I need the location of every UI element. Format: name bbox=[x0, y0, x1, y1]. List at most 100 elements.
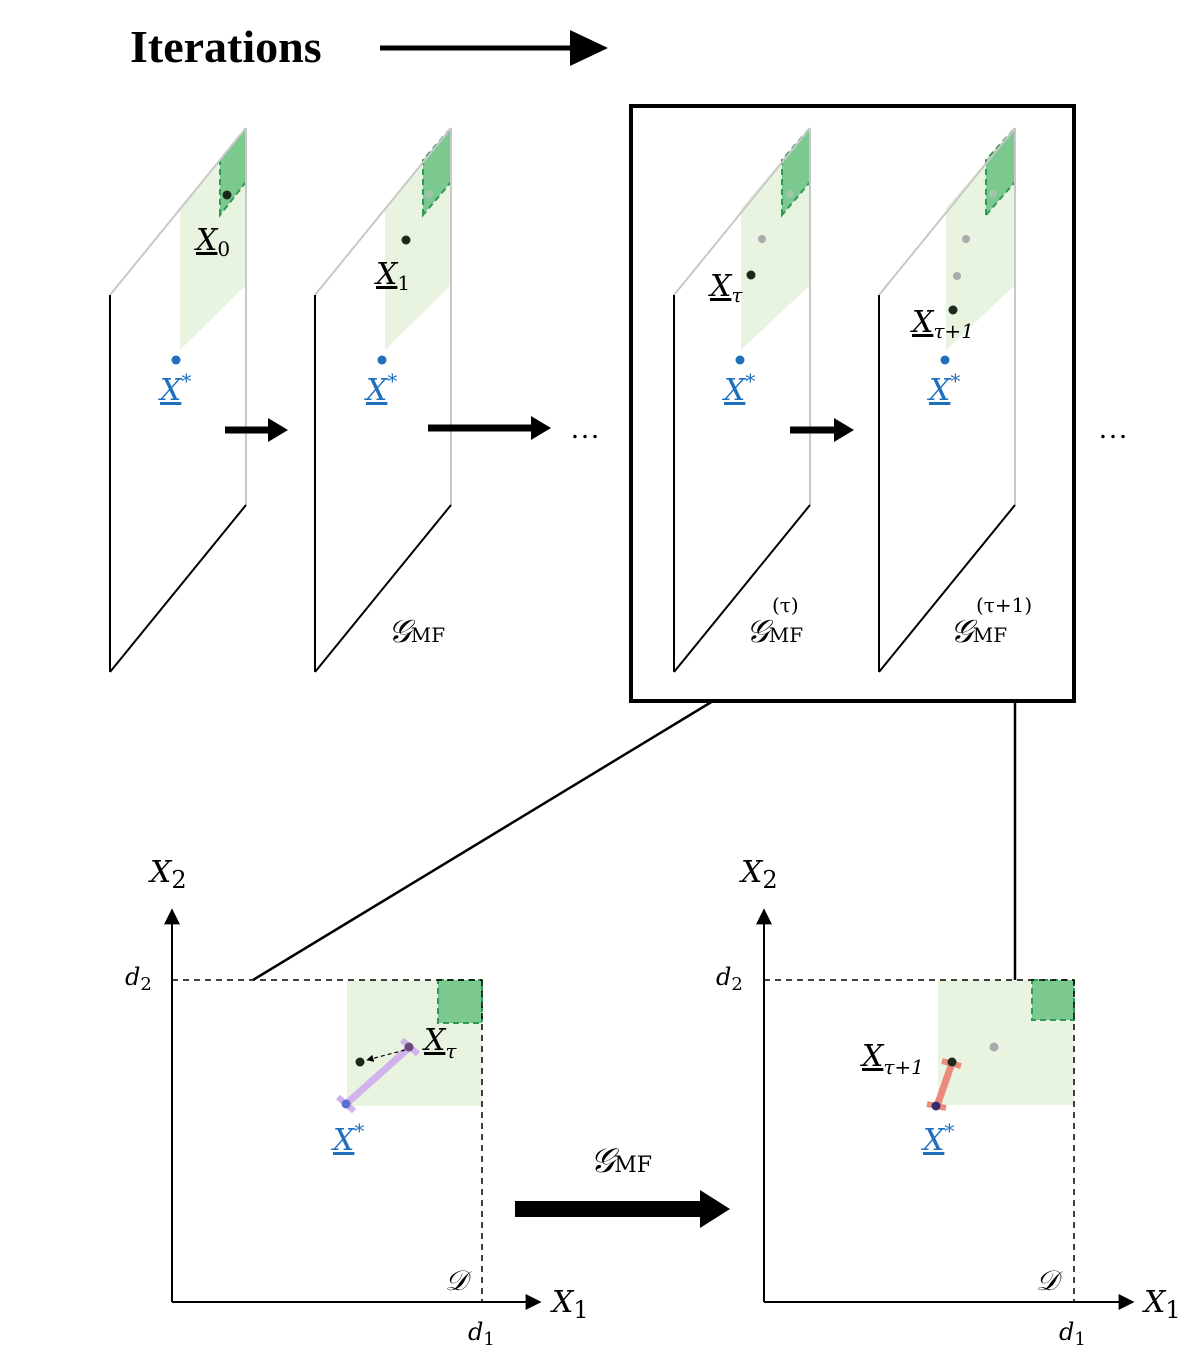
plane-2-point-sub: τ bbox=[731, 283, 743, 307]
plane-2-point-label: X bbox=[708, 269, 733, 304]
zoom-right-x-axis-sub: 1 bbox=[1165, 1296, 1180, 1324]
zoom-left-y-axis-label: X bbox=[148, 855, 173, 890]
zoom-right-faded-point bbox=[989, 1042, 999, 1052]
svg-text:d1: d1 bbox=[1059, 1318, 1086, 1350]
plane-3-point-label: X bbox=[910, 305, 935, 340]
plane-arrow-2 bbox=[428, 416, 551, 440]
zoom-left-d1-sub: 1 bbox=[483, 1329, 494, 1350]
plane-3-faded-point-a bbox=[989, 190, 997, 198]
zoom-right-star-sup: * bbox=[944, 1119, 954, 1143]
plane-2: Xτ X* 𝒢MF (τ) bbox=[673, 125, 811, 673]
plane-3: Xτ+1 X* 𝒢MF (τ+1) bbox=[878, 125, 1032, 673]
zoom-right-d1-label: d bbox=[1059, 1318, 1074, 1346]
plane-3-point-sub: τ+1 bbox=[933, 319, 974, 343]
zoom-left-d1-label: d bbox=[468, 1318, 483, 1346]
svg-text:X2: X2 bbox=[148, 855, 187, 894]
zoom-right-error-segment bbox=[933, 1059, 956, 1110]
zoom-left-d2-sub: 2 bbox=[140, 974, 151, 995]
plane-1: X1 X* 𝒢MF bbox=[314, 125, 452, 673]
ellipsis-1: … bbox=[570, 412, 600, 445]
zoom-left-target-region bbox=[437, 979, 483, 1024]
zoom-right: X2 X1 d2 d1 𝒟 Xτ+1 X* bbox=[716, 855, 1181, 1350]
zoom-right-point-label: X bbox=[860, 1039, 885, 1074]
zoom-left-star-label: X bbox=[331, 1123, 356, 1158]
svg-text:X1: X1 bbox=[550, 1285, 589, 1324]
zoom-right-d1-sub: 1 bbox=[1074, 1329, 1085, 1350]
svg-text:X0: X0 bbox=[194, 223, 230, 261]
plane-1-star bbox=[377, 355, 387, 365]
zoom-right-star-label: X bbox=[921, 1123, 946, 1158]
plane-3-operator-sub: MF bbox=[973, 623, 1007, 647]
svg-text:X*: X* bbox=[927, 369, 960, 408]
zoom-left-point-sub: τ bbox=[445, 1039, 457, 1063]
zoom-left-star-sup: * bbox=[354, 1119, 364, 1143]
zoom-operator-sub: MF bbox=[614, 1153, 652, 1178]
svg-text:X1: X1 bbox=[1142, 1285, 1181, 1324]
zoom-right-d2-label: d bbox=[716, 963, 731, 991]
zoom-left-x-axis-sub: 1 bbox=[573, 1296, 588, 1324]
zoom-right-target-region bbox=[1031, 979, 1075, 1021]
plane-3-point bbox=[948, 305, 958, 315]
zoom-right-domain-label: 𝒟 bbox=[1036, 1264, 1063, 1297]
zoom-right-y-axis-label: X bbox=[739, 855, 764, 890]
zoom-left-next-point bbox=[355, 1057, 365, 1067]
zoom-left-error-segment bbox=[342, 1043, 414, 1108]
plane-3-star bbox=[940, 355, 950, 365]
svg-text:d1: d1 bbox=[468, 1318, 495, 1350]
svg-text:𝒢MF: 𝒢MF bbox=[950, 612, 1007, 650]
plane-1-point bbox=[401, 235, 411, 245]
zoom-right-point bbox=[947, 1057, 957, 1067]
plane-arrow-3 bbox=[790, 418, 854, 442]
svg-text:d2: d2 bbox=[716, 963, 743, 995]
plane-3-star-label: X bbox=[927, 373, 952, 408]
svg-text:X*: X* bbox=[722, 369, 755, 408]
plane-2-star-label: X bbox=[722, 373, 747, 408]
svg-text:X2: X2 bbox=[739, 855, 778, 894]
svg-text:Xτ+1: Xτ+1 bbox=[910, 305, 974, 343]
plane-1-faded-point bbox=[425, 190, 433, 198]
plane-arrow-1 bbox=[225, 418, 288, 442]
svg-text:𝒢MF: 𝒢MF bbox=[590, 1141, 652, 1181]
plane-2-point bbox=[746, 270, 756, 280]
zoom-right-x-axis-label: X bbox=[1142, 1285, 1167, 1320]
zoom-left: X2 X1 d2 d1 𝒟 Xτ X* bbox=[125, 855, 589, 1350]
svg-text:𝒢MF: 𝒢MF bbox=[746, 612, 803, 650]
zoom-right-point-sub: τ+1 bbox=[883, 1055, 924, 1079]
plane-1-star-sup: * bbox=[387, 369, 397, 393]
iterations-title: Iterations bbox=[130, 21, 322, 72]
zoom-right-y-axis-sub: 2 bbox=[762, 866, 777, 894]
plane-0-star bbox=[171, 355, 181, 365]
iterations-arrow bbox=[380, 30, 608, 66]
svg-text:Xτ: Xτ bbox=[708, 269, 743, 307]
plane-2-star-sup: * bbox=[745, 369, 755, 393]
zoom-right-star-point bbox=[931, 1101, 941, 1111]
plane-3-faded-point-b bbox=[962, 235, 970, 243]
plane-3-star-sup: * bbox=[950, 369, 960, 393]
plane-2-star bbox=[735, 355, 745, 365]
zoom-right-d2-sub: 2 bbox=[731, 974, 742, 995]
plane-1-point-sub: 1 bbox=[397, 271, 410, 295]
svg-text:X*: X* bbox=[158, 369, 191, 408]
svg-text:Xτ: Xτ bbox=[422, 1023, 457, 1063]
zoom-left-current-point bbox=[404, 1042, 414, 1052]
zoom-operator-symbol: 𝒢 bbox=[590, 1141, 619, 1181]
svg-text:𝒢MF: 𝒢MF bbox=[388, 612, 445, 650]
svg-text:d2: d2 bbox=[125, 963, 152, 995]
zoom-operator-arrow bbox=[515, 1190, 730, 1228]
plane-0: X0 X* bbox=[109, 125, 247, 673]
plane-0-point-label: X bbox=[194, 223, 219, 258]
zoom-left-domain-label: 𝒟 bbox=[445, 1264, 472, 1297]
plane-1-star-label: X bbox=[364, 373, 389, 408]
plane-2-faded-point-b bbox=[758, 235, 766, 243]
plane-1-operator-sub: MF bbox=[411, 623, 445, 647]
plane-3-faded-point-c bbox=[953, 272, 961, 280]
svg-text:X*: X* bbox=[331, 1119, 364, 1158]
plane-1-point-label: X bbox=[374, 257, 399, 292]
ellipsis-2: … bbox=[1098, 412, 1128, 445]
zoom-line-left bbox=[252, 699, 714, 982]
plane-0-point bbox=[222, 190, 232, 200]
zoom-left-d2-label: d bbox=[125, 963, 140, 991]
plane-2-faded-point-a bbox=[786, 190, 794, 198]
svg-text:X1: X1 bbox=[374, 257, 410, 295]
